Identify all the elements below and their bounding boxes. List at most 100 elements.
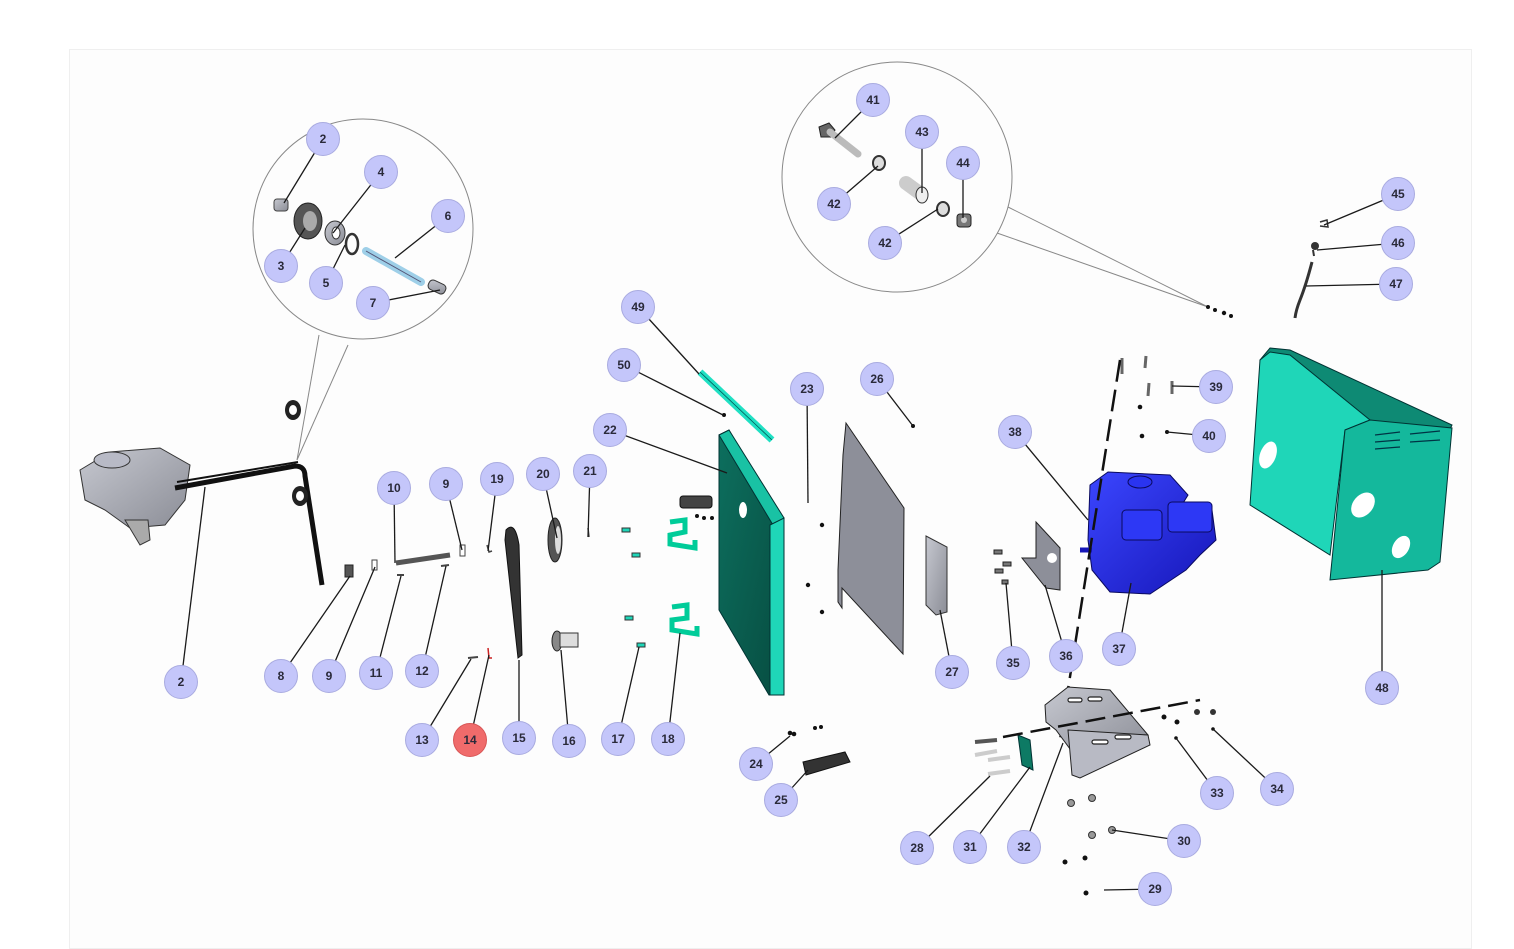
part-pin-12: [440, 564, 450, 567]
leader-line-12: [421, 565, 447, 672]
callout-40[interactable]: 40: [1192, 419, 1226, 453]
callout-25[interactable]: 25: [764, 783, 798, 817]
part-engine-37: [1080, 471, 1217, 595]
callout-5[interactable]: 5: [309, 266, 343, 300]
part-switch-46: [1311, 242, 1319, 257]
callout-4[interactable]: 4: [364, 155, 398, 189]
part-washer-42b: [936, 201, 950, 217]
callout-39[interactable]: 39: [1199, 370, 1233, 404]
callout-2[interactable]: 2: [164, 665, 198, 699]
callout-15[interactable]: 15: [502, 721, 536, 755]
assembly-axis-engine: [1058, 359, 1122, 741]
part-washers-30: [1067, 794, 1116, 839]
callout-16[interactable]: 16: [552, 724, 586, 758]
part-small-hardware: [1206, 305, 1233, 318]
callout-12[interactable]: 12: [405, 654, 439, 688]
callout-42[interactable]: 42: [868, 226, 902, 260]
part-shaft-10: [395, 552, 451, 566]
callout-45[interactable]: 45: [1381, 177, 1415, 211]
callout-32[interactable]: 32: [1007, 830, 1041, 864]
callout-22[interactable]: 22: [593, 413, 627, 447]
callout-2[interactable]: 2: [306, 122, 340, 156]
callout-13[interactable]: 13: [405, 723, 439, 757]
callout-38[interactable]: 38: [998, 415, 1032, 449]
part-pulley-20: [547, 517, 563, 563]
leader-line-8: [280, 575, 351, 677]
callout-37[interactable]: 37: [1102, 632, 1136, 666]
part-clip-9a: [371, 559, 378, 571]
callout-7[interactable]: 7: [356, 286, 390, 320]
callout-44[interactable]: 44: [946, 146, 980, 180]
part-screw-50: [722, 413, 726, 417]
part-pin-7: [427, 279, 447, 295]
part-cover-48: [1249, 347, 1453, 581]
callout-9[interactable]: 9: [312, 659, 346, 693]
part-shaft-6: [362, 247, 425, 286]
callout-29[interactable]: 29: [1138, 872, 1172, 906]
part-grey-plate: [837, 421, 905, 656]
part-nut-44: [956, 213, 972, 228]
part-bracket-27: [925, 535, 948, 616]
callout-35[interactable]: 35: [996, 646, 1030, 680]
callout-31[interactable]: 31: [953, 830, 987, 864]
part-side-panel-22: [718, 429, 785, 696]
part-frame-tube-2: [174, 461, 325, 586]
part-latch-25: [802, 751, 851, 776]
callout-10[interactable]: 10: [377, 471, 411, 505]
callout-33[interactable]: 33: [1200, 776, 1234, 810]
leader-line-38: [1014, 431, 1089, 521]
part-mount-bushings: [285, 400, 308, 506]
leader-line-23: [806, 388, 809, 504]
part-brackets-18: [667, 517, 700, 637]
part-latch: [679, 495, 714, 520]
part-screws-29: [1062, 855, 1089, 896]
callout-23[interactable]: 23: [790, 372, 824, 406]
callout-6[interactable]: 6: [431, 199, 465, 233]
leader-line-32: [1023, 742, 1064, 848]
callout-3[interactable]: 3: [264, 249, 298, 283]
part-nuts-40: [1137, 404, 1169, 439]
part-gearbox: [79, 447, 191, 546]
callout-27[interactable]: 27: [935, 655, 969, 689]
callout-43[interactable]: 43: [905, 115, 939, 149]
callout-26[interactable]: 26: [860, 362, 894, 396]
part-bolts-28: [974, 738, 1011, 776]
callout-18[interactable]: 18: [651, 722, 685, 756]
callout-11[interactable]: 11: [359, 656, 393, 690]
callout-21[interactable]: 21: [573, 454, 607, 488]
callout-48[interactable]: 48: [1365, 671, 1399, 705]
callout-20[interactable]: 20: [526, 457, 560, 491]
callout-8[interactable]: 8: [264, 659, 298, 693]
part-spacer-8: [344, 564, 354, 578]
callout-46[interactable]: 46: [1381, 226, 1415, 260]
assembly-axis-base: [1002, 698, 1201, 739]
part-engine-studs-39: [1120, 355, 1174, 397]
callout-17[interactable]: 17: [601, 722, 635, 756]
callout-50[interactable]: 50: [607, 348, 641, 382]
callout-34[interactable]: 34: [1260, 772, 1294, 806]
callout-30[interactable]: 30: [1167, 824, 1201, 858]
part-fasteners-23: [805, 522, 825, 615]
detail-magnifier-top: [781, 61, 1209, 308]
callout-14[interactable]: 14: [453, 723, 487, 757]
part-belt-15: [504, 526, 523, 659]
part-pin-13: [467, 656, 479, 659]
leader-line-18: [667, 632, 681, 740]
part-washers-33-34: [1161, 709, 1216, 740]
detail-magnifier-left: [252, 118, 474, 461]
callout-36[interactable]: 36: [1049, 639, 1083, 673]
callout-42[interactable]: 42: [817, 187, 851, 221]
leader-line-9: [328, 566, 376, 677]
callout-28[interactable]: 28: [900, 831, 934, 865]
callout-9[interactable]: 9: [429, 467, 463, 501]
part-washer-42a: [872, 155, 886, 171]
callout-41[interactable]: 41: [856, 83, 890, 117]
part-plate-31: [1017, 734, 1034, 771]
callout-19[interactable]: 19: [480, 462, 514, 496]
leader-line-22: [609, 429, 728, 474]
callout-24[interactable]: 24: [739, 747, 773, 781]
callout-47[interactable]: 47: [1379, 267, 1413, 301]
callout-49[interactable]: 49: [621, 290, 655, 324]
part-clip-9b: [459, 544, 466, 557]
part-screws-35: [993, 549, 1012, 585]
